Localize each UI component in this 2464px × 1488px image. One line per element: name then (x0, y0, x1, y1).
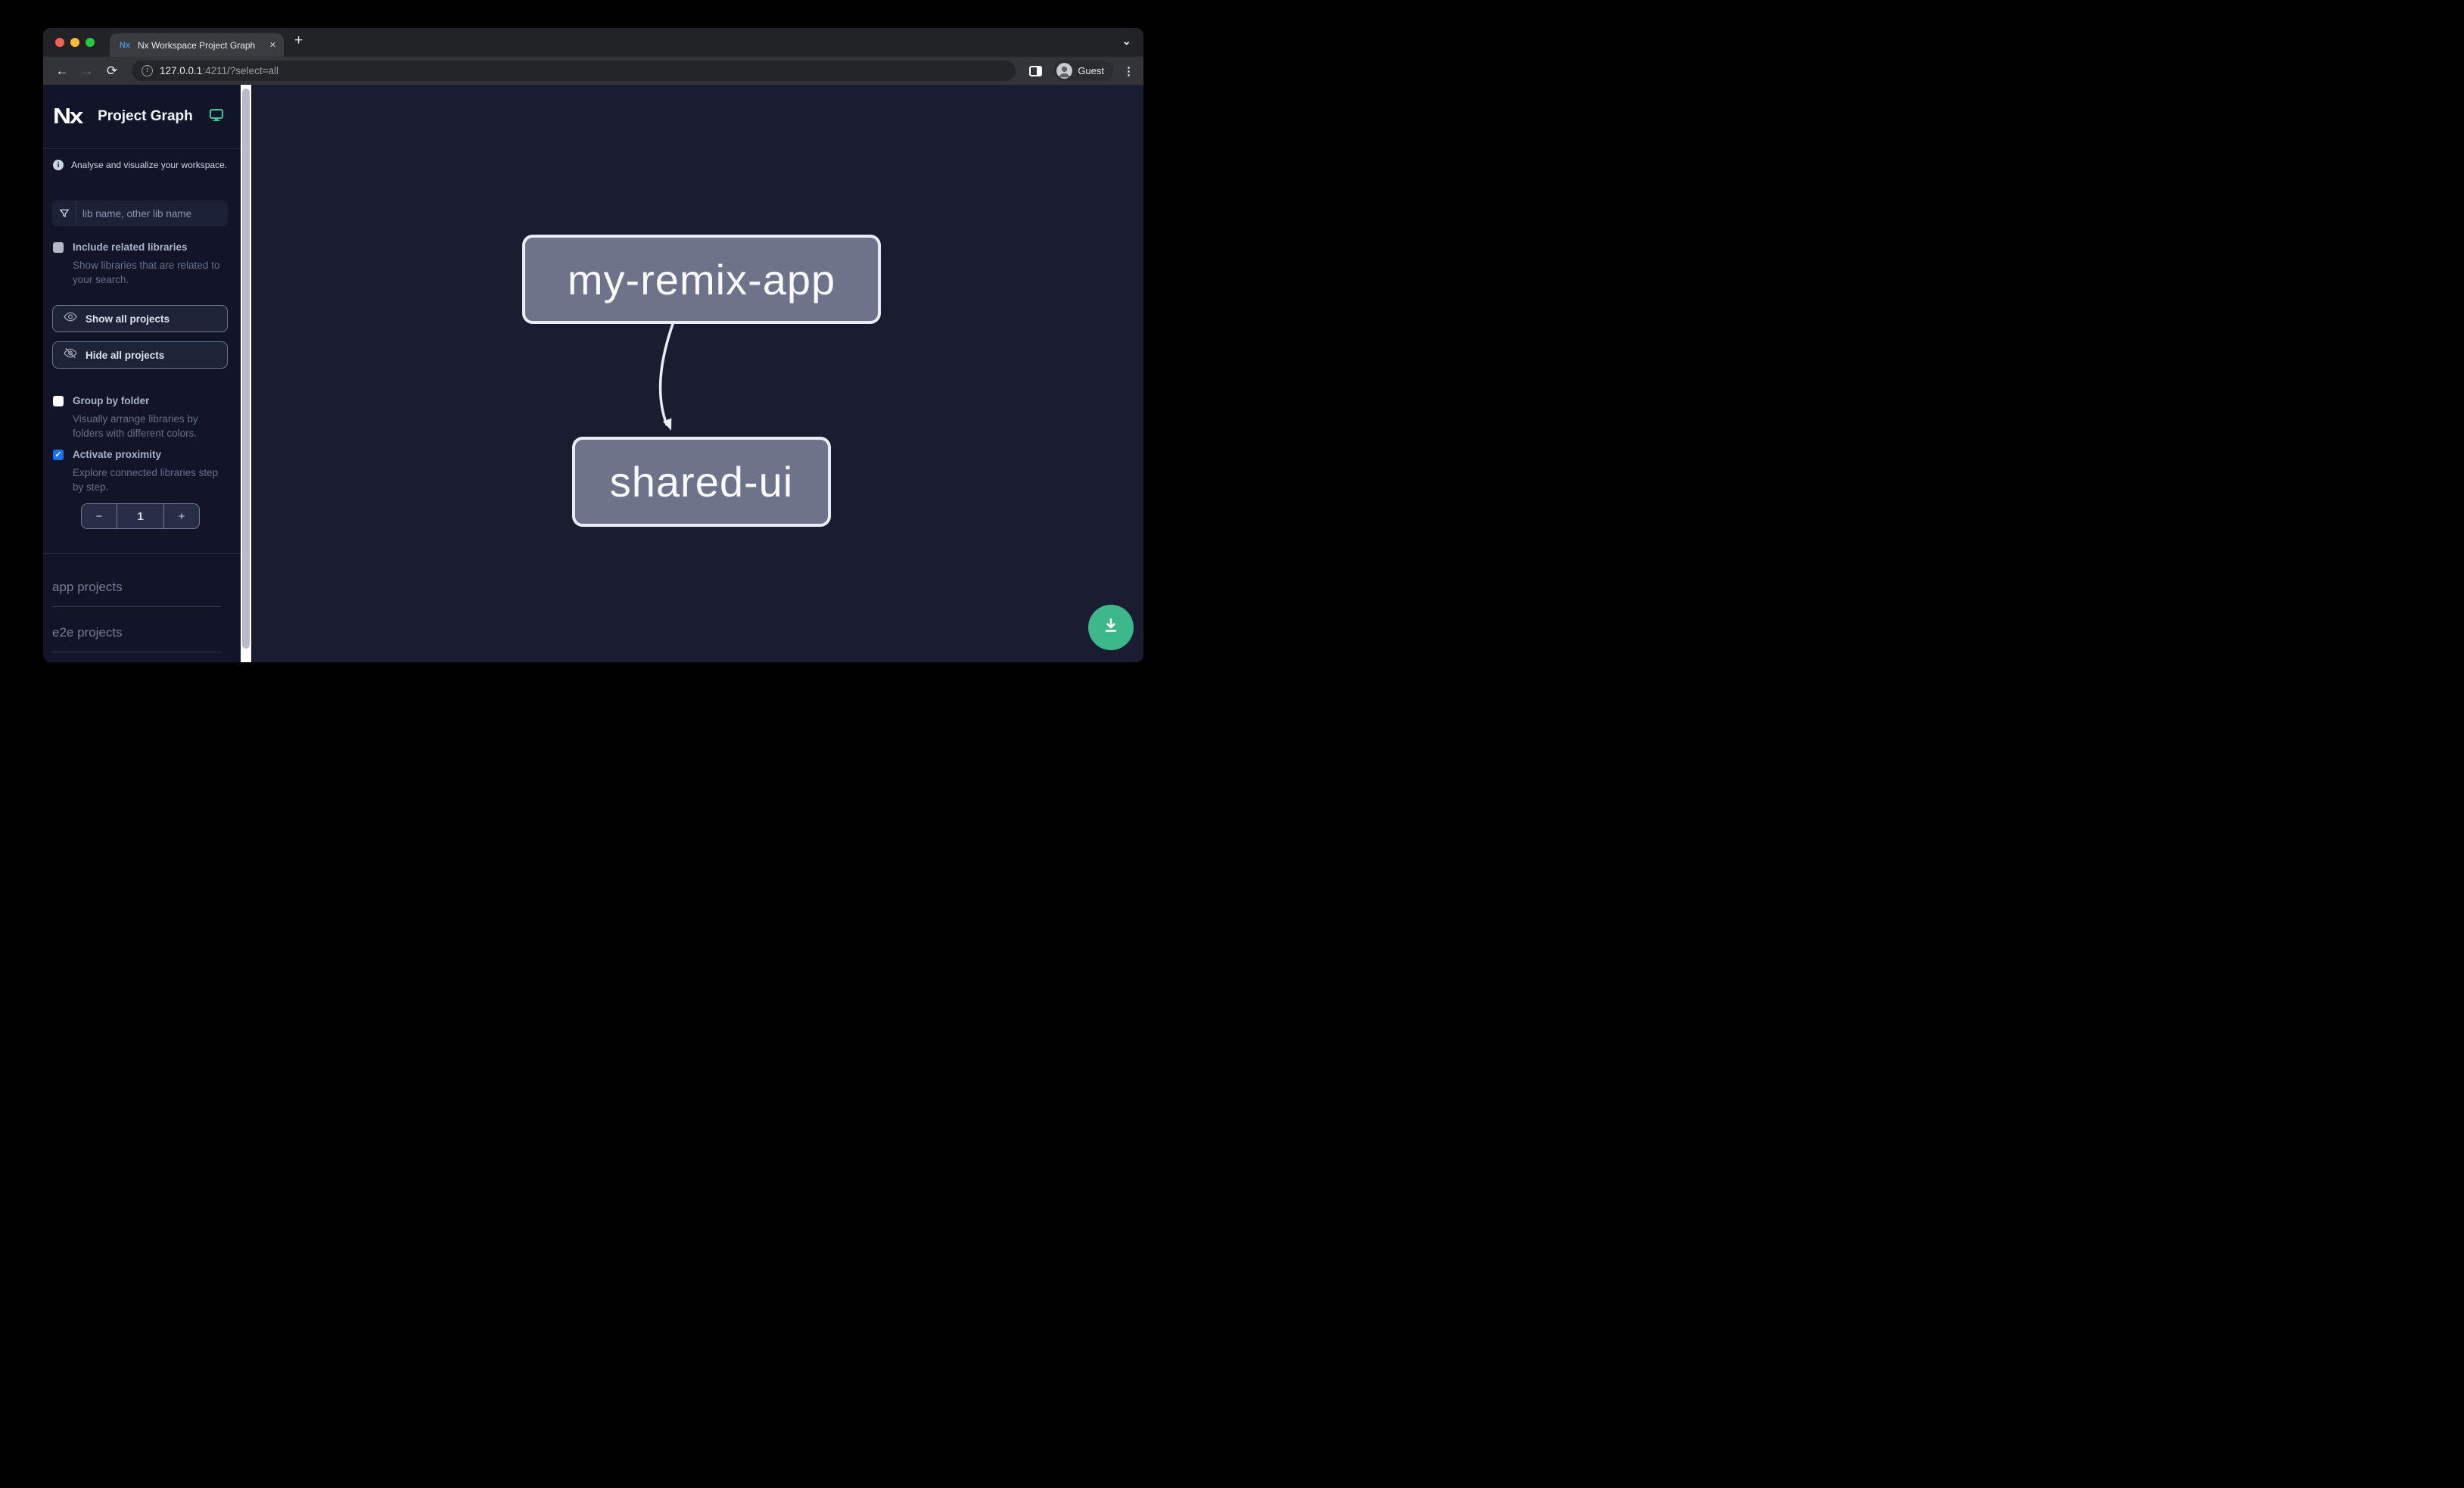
forward-button[interactable]: → (80, 63, 94, 78)
section-app-projects: app projects (52, 580, 222, 607)
show-all-projects-label: Show all projects (86, 313, 170, 325)
browser-menu-icon[interactable]: ⋮ (1123, 64, 1134, 78)
sidebar-scrollbar[interactable] (241, 85, 251, 662)
zoom-window-button[interactable] (86, 38, 95, 47)
info-icon: i (53, 160, 64, 170)
browser-toolbar: ← → ⟳ i 127.0.0.1:4211/?select=all Guest… (43, 57, 1143, 85)
tagline-row: i Analyse and visualize your workspace. (53, 160, 241, 170)
side-panel-icon[interactable] (1029, 65, 1043, 76)
include-related-label: Include related libraries (73, 241, 188, 253)
group-by-folder-option: Group by folder Visually arrange librari… (43, 394, 241, 440)
activate-proximity-label: Activate proximity (73, 449, 162, 460)
monitor-icon (209, 108, 223, 125)
url-host: 127.0.0.1 (160, 65, 203, 76)
include-related-checkbox[interactable] (53, 242, 64, 253)
back-button[interactable]: ← (55, 63, 69, 78)
proximity-decrement-button[interactable]: − (82, 504, 117, 528)
group-by-folder-description: Visually arrange libraries by folders wi… (73, 413, 198, 439)
activate-proximity-checkbox[interactable]: ✓ (53, 450, 64, 460)
proximity-increment-button[interactable]: + (163, 504, 199, 528)
url-text: 127.0.0.1:4211/?select=all (160, 65, 278, 76)
dependency-edge (658, 322, 674, 431)
tab-title: Nx Workspace Project Graph (138, 39, 256, 51)
address-bar[interactable]: i 127.0.0.1:4211/?select=all (132, 61, 1016, 81)
tab-nx-project-graph[interactable]: Nx Nx Workspace Project Graph ✕ (110, 33, 284, 57)
include-related-option: Include related libraries Show libraries… (43, 241, 241, 287)
graph-node-shared-ui[interactable]: shared-ui (572, 437, 831, 527)
tab-strip: Nx Nx Workspace Project Graph ✕ + ⌄ (43, 28, 1143, 57)
section-label: e2e projects (52, 625, 123, 640)
filter-box (52, 201, 228, 226)
activate-proximity-option: ✓ Activate proximity Explore connected l… (43, 448, 241, 494)
url-path: :4211/?select=all (202, 65, 279, 76)
avatar (1056, 63, 1073, 79)
activate-proximity-description: Explore connected libraries step by step… (73, 467, 219, 493)
download-image-button[interactable] (1088, 605, 1134, 650)
eye-off-icon (64, 347, 77, 363)
sidebar-divider (43, 553, 241, 554)
eye-icon (64, 311, 77, 326)
tab-close-icon[interactable]: ✕ (269, 41, 276, 50)
nx-logo: Nx (53, 104, 83, 129)
profile-label: Guest (1078, 65, 1104, 76)
group-by-folder-checkbox[interactable] (53, 396, 64, 406)
proximity-value: 1 (137, 509, 144, 523)
show-all-projects-button[interactable]: Show all projects (52, 305, 228, 332)
include-related-description: Show libraries that are related to your … (73, 260, 220, 285)
reload-button[interactable]: ⟳ (106, 63, 118, 78)
section-e2e-projects: e2e projects (52, 625, 222, 652)
minimize-window-button[interactable] (70, 38, 79, 47)
browser-window: Nx Nx Workspace Project Graph ✕ + ⌄ ← → … (43, 28, 1143, 662)
scrollbar-thumb[interactable] (242, 89, 250, 649)
sidebar-header: Nx Project Graph (43, 85, 241, 149)
tagline-text: Analyse and visualize your workspace. (71, 160, 228, 170)
funnel-icon (52, 201, 76, 226)
graph-node-my-remix-app[interactable]: my-remix-app (522, 235, 881, 324)
window-controls (55, 38, 95, 47)
proximity-stepper: − 1 + (81, 503, 200, 529)
sidebar: Nx Project Graph i Analyse and visualize… (43, 85, 241, 662)
nx-favicon-icon: Nx (119, 40, 131, 50)
page-title: Project Graph (98, 108, 193, 124)
search-input[interactable] (76, 207, 228, 219)
tab-overview-chevron-icon[interactable]: ⌄ (1122, 35, 1131, 48)
close-window-button[interactable] (55, 38, 64, 47)
hide-all-projects-label: Hide all projects (86, 349, 165, 361)
hide-all-projects-button[interactable]: Hide all projects (52, 341, 228, 369)
graph-canvas[interactable]: my-remix-app shared-ui (251, 85, 1143, 662)
group-by-folder-label: Group by folder (73, 395, 150, 406)
site-info-icon[interactable]: i (142, 65, 153, 76)
profile-button[interactable]: Guest (1054, 61, 1113, 81)
new-tab-button[interactable]: + (294, 33, 303, 48)
download-icon (1101, 616, 1121, 640)
section-label: app projects (52, 580, 123, 594)
nx-graph-app: Nx Project Graph i Analyse and visualize… (43, 85, 1143, 662)
